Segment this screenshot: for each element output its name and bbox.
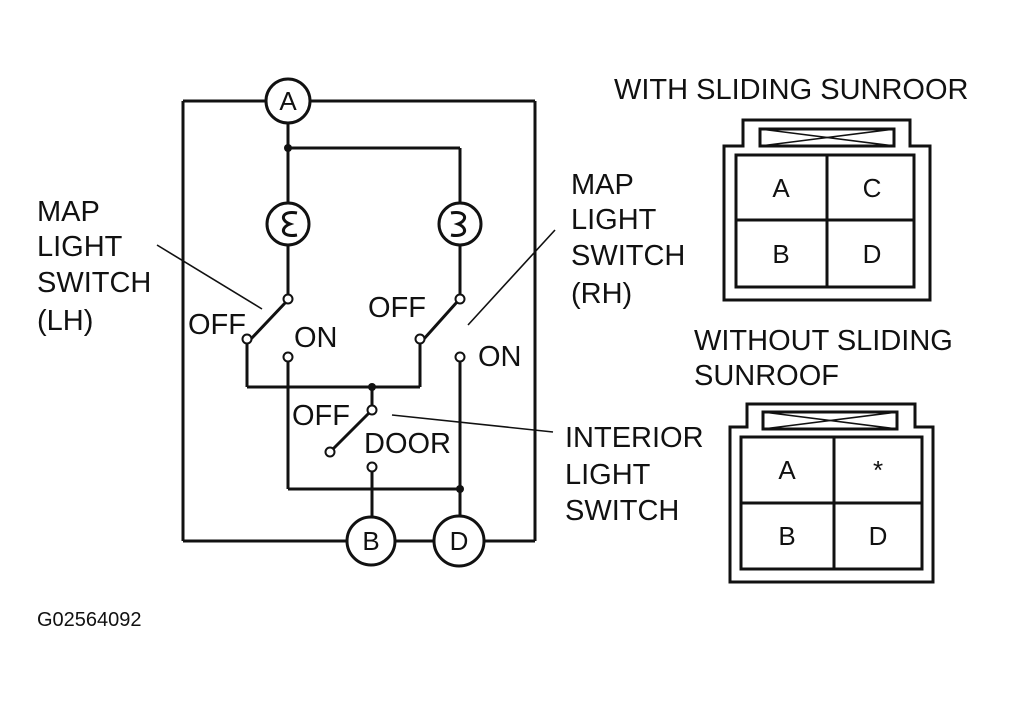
interior-switch-label: INTERIOR LIGHT SWITCH (565, 422, 704, 527)
rh-switch-label: MAP LIGHT SWITCH (RH) (571, 169, 685, 310)
switch-terminals (241, 293, 466, 473)
rh-label-line4: (RH) (571, 278, 632, 310)
connector-with-cell-d: D (863, 239, 882, 269)
connector-without-cell-b: B (778, 521, 795, 551)
connector-with-cell-a: A (772, 173, 790, 203)
rh-label-line1: MAP (571, 169, 634, 201)
junction-dot (368, 383, 376, 391)
junction-dot (456, 485, 464, 493)
lh-label-line4: (LH) (37, 305, 93, 337)
rh-off-label: OFF (368, 292, 426, 324)
rh-leader-line (467, 229, 556, 326)
interior-label-line1: INTERIOR (565, 422, 704, 454)
lh-label-line2: LIGHT (37, 231, 123, 263)
node-a: A (264, 77, 312, 125)
lh-leader-line (156, 244, 263, 310)
interior-label-line3: SWITCH (565, 495, 679, 527)
interior-door-label: DOOR (364, 428, 451, 460)
connector-without-cell-a: A (778, 455, 796, 485)
connector-without-cell-star: * (873, 455, 883, 485)
lh-on-label: ON (294, 322, 338, 354)
connector-with-title: WITH SLIDING SUNROOR (614, 74, 968, 106)
lh-switch-label: MAP LIGHT SWITCH (LH) (37, 196, 151, 337)
connector-with-sunroof: A C B D (722, 118, 932, 302)
connector-without-cell-d: D (869, 521, 888, 551)
lh-label-line3: SWITCH (37, 267, 151, 299)
rh-label-line3: SWITCH (571, 240, 685, 272)
rh-label-line2: LIGHT (571, 204, 657, 236)
node-a-label: A (279, 86, 297, 116)
lh-off-label: OFF (188, 309, 246, 341)
lh-label-line1: MAP (37, 196, 100, 228)
bulb-icon (437, 201, 483, 247)
junction-dot (284, 144, 292, 152)
node-d-label: D (450, 526, 469, 556)
node-b: B (345, 515, 397, 567)
node-b-label: B (362, 526, 379, 556)
connector-without-sunroof: A * B D (728, 402, 935, 584)
connector-without-title-line1: WITHOUT SLIDING (694, 325, 953, 357)
node-d: D (432, 514, 486, 568)
connector-with-cell-c: C (863, 173, 882, 203)
figure-id: G02564092 (37, 609, 142, 631)
rh-on-label: ON (478, 341, 522, 373)
bulb-icon (265, 201, 311, 247)
connector-with-cell-b: B (772, 239, 789, 269)
circuit-wires (181, 99, 537, 543)
interior-leader-line (391, 414, 554, 433)
interior-label-line2: LIGHT (565, 459, 651, 491)
connector-without-title-line2: SUNROOF (694, 360, 839, 392)
interior-off-label: OFF (292, 400, 350, 432)
